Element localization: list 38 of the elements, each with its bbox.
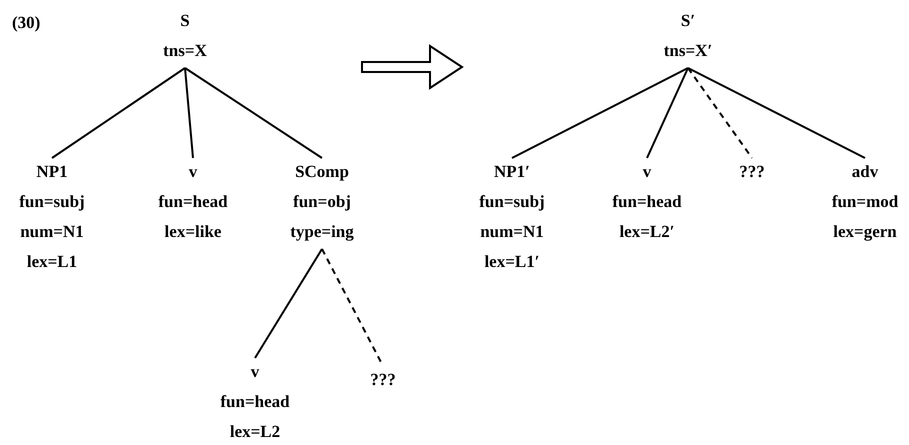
feature-label: num=N1: [480, 221, 544, 243]
tree-branch: [184, 67, 323, 159]
feature-label: num=N1: [20, 221, 84, 243]
node-category: v: [642, 161, 652, 183]
tree-branch: [184, 68, 194, 158]
node-category: v: [188, 161, 198, 183]
feature-label: tns=X: [163, 40, 207, 62]
feature-label: fun=subj: [479, 191, 545, 213]
feature-label: lex=L1′: [484, 251, 540, 273]
node-category: ???: [739, 161, 765, 183]
feature-label: lex=L1: [26, 251, 78, 273]
tree-branch: [688, 67, 866, 159]
feature-label: fun=mod: [832, 191, 898, 213]
tree-branch: [687, 67, 753, 159]
node-category: ???: [370, 369, 396, 391]
node-category: adv: [852, 161, 878, 183]
node-category: NP1′: [494, 161, 530, 183]
tree-branch: [51, 67, 186, 159]
node-category: v: [250, 361, 260, 383]
feature-label: fun=obj: [293, 191, 351, 213]
node-category: S: [180, 10, 190, 32]
feature-label: fun=head: [220, 391, 290, 413]
feature-label: lex=L2: [230, 421, 280, 443]
node-category: S′: [680, 10, 696, 32]
feature-label: fun=subj: [19, 191, 85, 213]
feature-label: lex=like: [164, 221, 222, 243]
feature-label: lex=gern: [833, 221, 897, 243]
feature-label: lex=L2′: [619, 221, 675, 243]
feature-label: fun=head: [612, 191, 682, 213]
node-category: NP1: [36, 161, 68, 183]
example-number: (30): [12, 12, 40, 34]
node-category: SComp: [295, 161, 349, 183]
feature-label: type=ing: [290, 221, 354, 243]
tree-branch: [646, 68, 689, 158]
tree-branch: [512, 67, 688, 159]
feature-label: tns=X′: [664, 40, 712, 62]
feature-label: fun=head: [158, 191, 228, 213]
tree-branch: [254, 248, 323, 359]
